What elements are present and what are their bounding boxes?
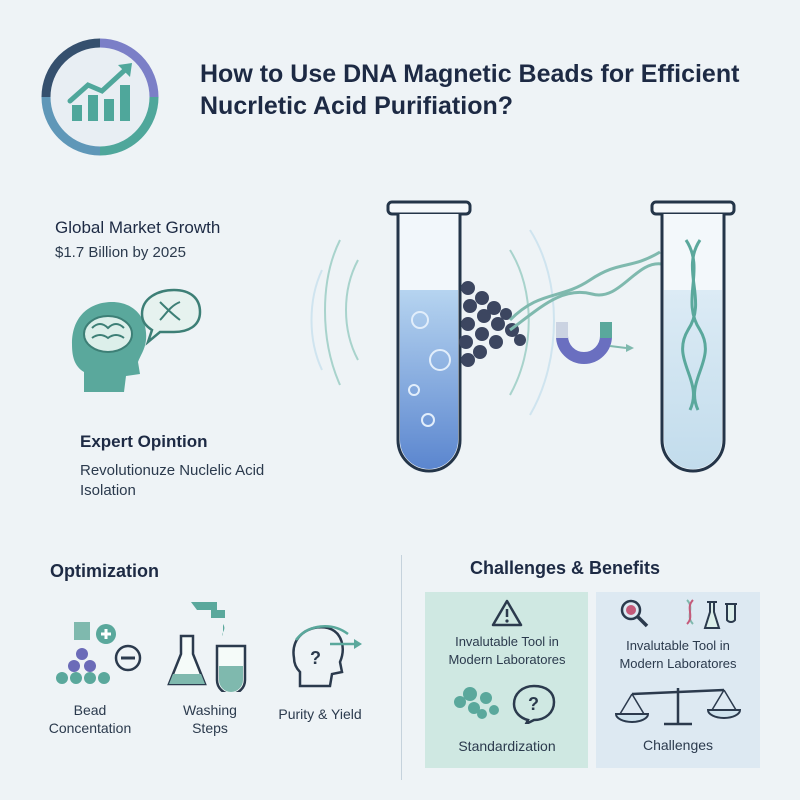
expert-line-1: Revolutionuze Nuclelic Acid [80, 462, 265, 479]
head-question-icon: ? [292, 625, 362, 688]
washing-label-line-2: Steps [192, 720, 228, 736]
beads-plus-minus-icon [56, 622, 142, 684]
scale-icon [614, 688, 742, 726]
magnetic-separation-illustration [310, 200, 736, 473]
left-card-line-2: Modern Laboratores [448, 652, 566, 667]
page-title: How to Use DNA Magnetic Beads for Effici… [200, 58, 780, 122]
growth-chart-logo-icon [41, 38, 159, 156]
right-card-line-1: Invalutable Tool in [626, 638, 730, 653]
warning-icon [491, 599, 523, 627]
purity-yield-label: Purity & Yield [278, 706, 362, 722]
market-heading: Global Market Growth [55, 218, 221, 237]
optimization-heading: Optimization [50, 561, 159, 581]
challenges-heading: Challenges & Benefits [470, 558, 661, 578]
lab-tools-icon [620, 599, 737, 629]
standardization-label: Standardization [458, 738, 556, 754]
right-card-text: Invalutable Tool in Modern Laboratores [598, 637, 758, 673]
washing-steps-label: Washing Steps [150, 701, 270, 737]
washing-label-line-1: Washing [183, 702, 237, 718]
particles-icon: ? [454, 684, 556, 724]
expert-line-2: Isolation [80, 482, 136, 499]
right-card-line-2: Modern Laboratores [619, 656, 737, 671]
bead-label-line-2: Concentation [48, 720, 132, 736]
bead-concentration-label: Bead Concentation [35, 701, 145, 737]
market-value: $1.7 Billion by 2025 [55, 244, 186, 261]
title-line-2: Nucrletic Acid Purifiation? [200, 92, 514, 120]
bead-label-line-1: Bead [73, 702, 107, 718]
expert-heading: Expert Opintion [80, 432, 208, 451]
title-line-1: How to Use DNA Magnetic Beads for Effici… [200, 60, 740, 88]
left-card-text: Invalutable Tool in Modern Laboratores [428, 633, 586, 669]
svg-text:?: ? [310, 648, 321, 668]
section-divider [401, 555, 402, 780]
flask-tap-icon [167, 602, 247, 692]
challenges-label: Challenges [642, 737, 714, 753]
left-card-line-1: Invalutable Tool in [455, 634, 559, 649]
svg-text:?: ? [528, 694, 539, 714]
brain-dna-icon [72, 288, 202, 392]
